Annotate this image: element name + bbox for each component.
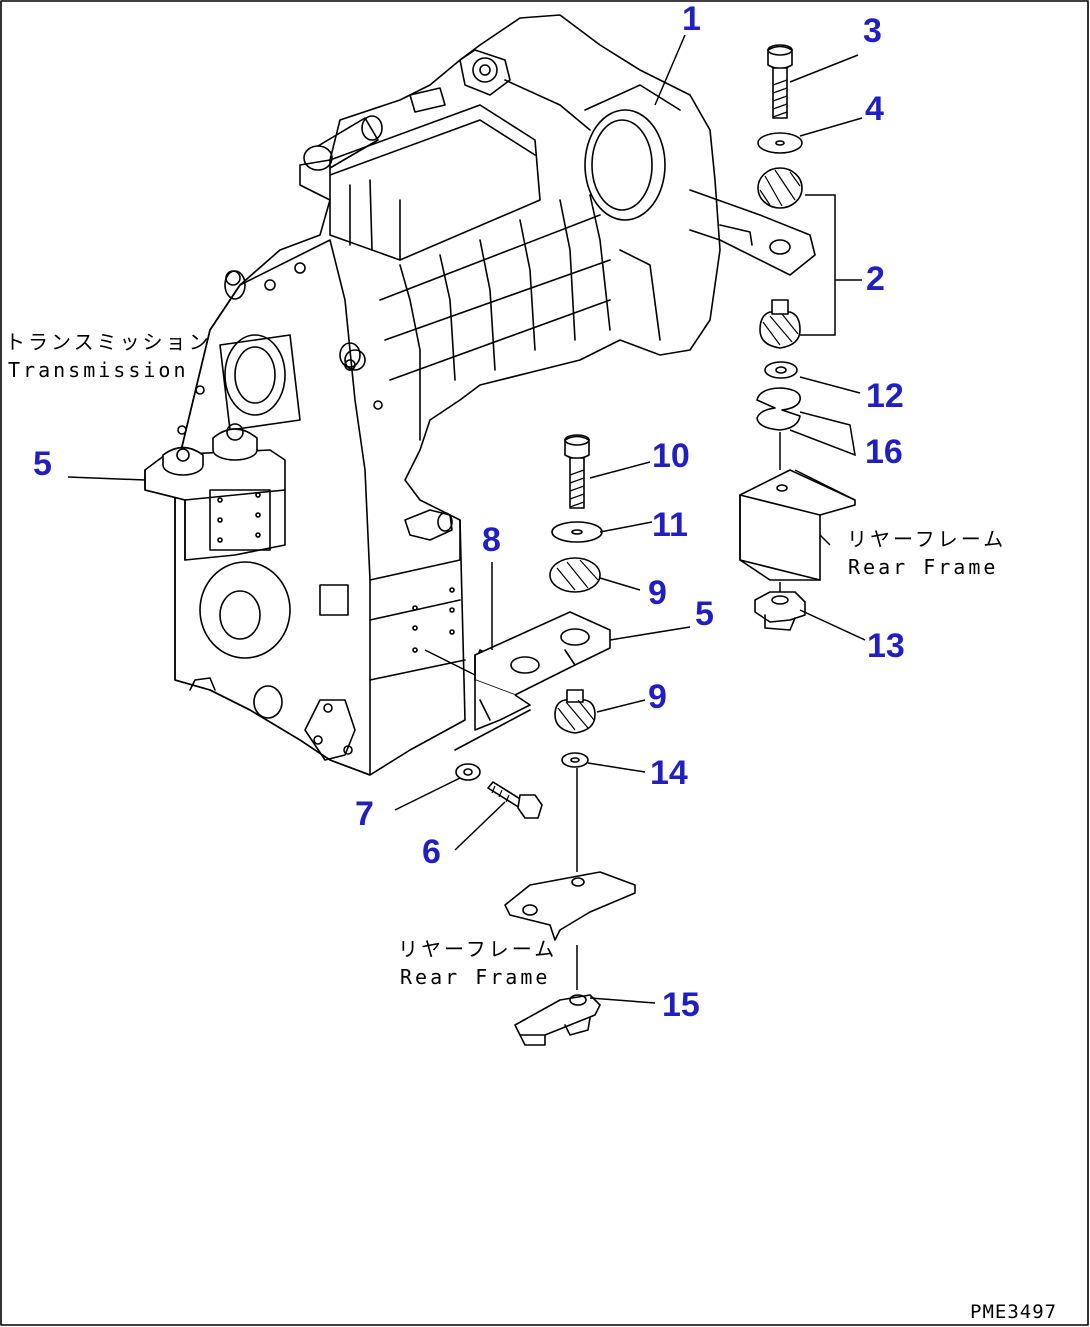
transmission-label-en: Transmission [8,358,189,382]
rear-frame-label-jp-right: リヤーフレーム [847,527,1006,551]
transmission-drawing [174,14,816,776]
callout-10: 10 [652,437,690,475]
center-stack-drawing [454,434,636,1046]
left-mount-drawing [144,423,286,561]
right-stack-drawing [739,44,856,631]
callout-11: 11 [652,506,688,544]
callout-7: 7 [355,795,374,833]
rear-frame-label-jp-lower: リヤーフレーム [398,937,557,961]
callout-5-left: 5 [33,445,52,483]
rear-frame-label-en-right: Rear Frame [848,555,998,579]
callout-2: 2 [866,260,885,298]
callout-1: 1 [682,0,701,38]
callout-12: 12 [866,377,904,415]
callout-16: 16 [865,433,903,471]
callout-numbers: 1 2 3 4 5 5 6 7 8 9 9 10 11 12 13 14 15 … [33,0,905,1024]
callout-3: 3 [863,12,882,50]
transmission-label-jp: トランスミッション [5,330,212,354]
callout-5-center: 5 [695,595,714,633]
text-labels: トランスミッション Transmission リヤーフレーム Rear Fram… [5,330,1057,1323]
rear-frame-label-en-lower: Rear Frame [400,965,550,989]
callout-15: 15 [662,986,700,1024]
callout-4: 4 [865,90,884,128]
callout-13: 13 [867,627,905,665]
drawing-id: PME3497 [970,1301,1057,1323]
callout-14: 14 [650,754,688,792]
callout-9-bottom: 9 [648,678,667,716]
leader-lines [67,34,866,1004]
callout-8: 8 [482,521,501,559]
callout-6: 6 [422,833,441,871]
callout-9-top: 9 [648,574,667,612]
